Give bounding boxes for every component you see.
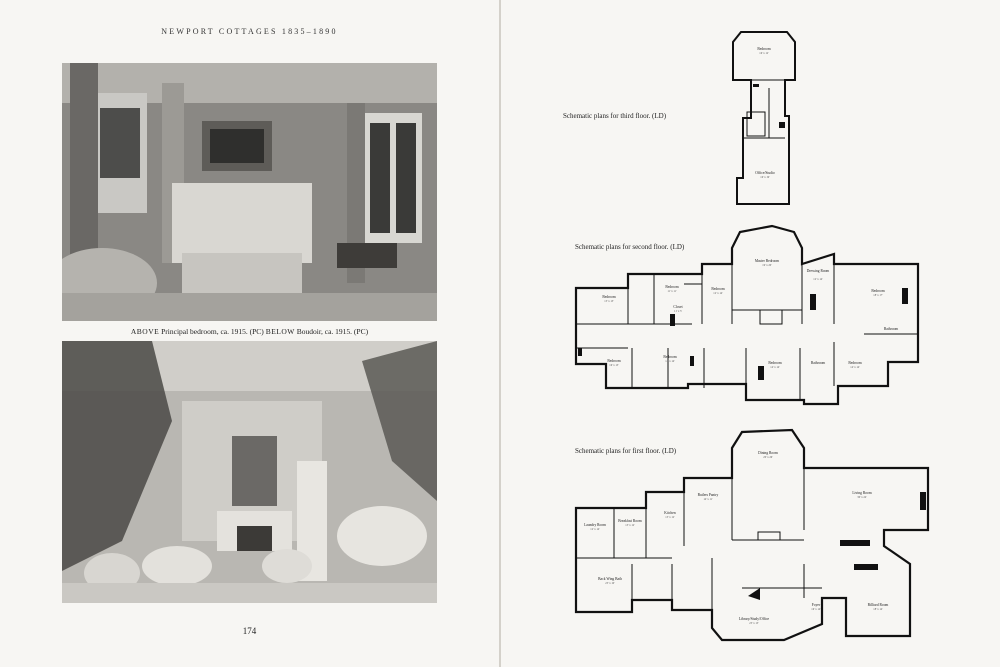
second-room-dims: 14' x 14' xyxy=(850,366,860,369)
second-room-dims: 15' x 13' xyxy=(604,300,614,303)
second-room-label: Dressing Room xyxy=(807,269,830,273)
second-room-label: Master Bedroom xyxy=(755,259,779,263)
bedroom-photo xyxy=(62,63,437,321)
caption-above-label: ABOVE xyxy=(130,327,160,336)
second-floor-plan: Master Bedroom 19' x 20' Dressing Room 1… xyxy=(574,224,920,406)
first-room-label: Breakfast Room xyxy=(618,519,642,523)
first-room-dims: 15' x 12' xyxy=(665,516,675,519)
third-room-label: Office/Studio xyxy=(755,171,775,175)
first-room-dims: 18' x 14' xyxy=(873,608,883,611)
third-room-dims: 16' x 19' xyxy=(760,176,770,179)
first-floor-caption: Schematic plans for first floor. (LD) xyxy=(575,447,677,455)
first-room-dims: 30' x 24' xyxy=(857,496,867,499)
caption-above-text: Principal bedroom, ca. 1915. (PC) xyxy=(161,327,264,336)
left-page: NEWPORT COTTAGES 1835–1890 xyxy=(0,0,499,667)
second-room-dims: 16' x 13' xyxy=(609,364,619,367)
second-room-dims: 11' x 11' xyxy=(667,290,677,293)
second-room-dims: 19' x 20' xyxy=(762,264,772,267)
second-room-label: Bedroom xyxy=(711,287,725,291)
second-room-dims: 14' x 14' xyxy=(665,360,675,363)
second-room-label: Bedroom xyxy=(768,361,782,365)
second-room-dims: 12' x 14' xyxy=(713,292,723,295)
boudoir-photo xyxy=(62,341,437,603)
first-room-label: Library/Study/Office xyxy=(739,617,770,621)
third-room-label: Bedroom xyxy=(757,47,771,51)
second-room-label: Bedroom xyxy=(607,359,621,363)
second-room-label: Closet xyxy=(673,305,682,309)
caption-below-label: BELOW xyxy=(265,327,295,336)
page-number: 174 xyxy=(242,626,257,636)
second-room-label: Bedroom xyxy=(602,295,616,299)
second-room-label: Bedroom xyxy=(663,355,677,359)
second-room-dims: 18' x 17' xyxy=(873,294,883,297)
second-room-label: Bedroom xyxy=(848,361,862,365)
first-room-dims: 20' x 26' xyxy=(763,456,773,459)
right-page: Schematic plans for third floor. (LD) Be… xyxy=(501,0,1000,667)
first-room-label: Kitchen xyxy=(664,511,676,515)
second-floor-caption: Schematic plans for second floor. (LD) xyxy=(575,243,685,251)
first-room-dims: 13' x 12' xyxy=(625,524,635,527)
second-room-dims: 11' x 5' xyxy=(674,310,682,313)
first-floor-plan: Dining Room 20' x 26' Living Room 30' x … xyxy=(574,428,930,642)
first-room-label: Dining Room xyxy=(758,451,778,455)
first-room-dims: 16' x 14' xyxy=(811,608,821,611)
second-room-label: Bathroom xyxy=(884,327,899,331)
first-room-label: Foyer xyxy=(812,603,821,607)
first-room-label: Butlers Pantry xyxy=(698,493,719,497)
first-room-dims: 25' x 10' xyxy=(605,582,615,585)
second-room-dims: 12' x 14' xyxy=(813,278,823,281)
second-room-dims: 14' x 14' xyxy=(770,366,780,369)
second-room-label: Bedroom xyxy=(665,285,679,289)
first-room-dims: 12' x 14' xyxy=(590,528,600,531)
running-head: NEWPORT COTTAGES 1835–1890 xyxy=(161,27,338,36)
third-room-dims: 16' x 12' xyxy=(759,52,769,55)
third-floor-caption: Schematic plans for third floor. (LD) xyxy=(563,112,667,120)
first-room-label: Back Wing Bath xyxy=(598,577,622,581)
book-gutter xyxy=(499,0,501,667)
first-room-dims: 25' x 15' xyxy=(749,622,759,625)
second-room-label: Bathroom xyxy=(811,361,826,365)
first-room-label: Living Room xyxy=(852,491,871,495)
photo-caption: ABOVE Principal bedroom, ca. 1915. (PC) … xyxy=(62,327,437,336)
caption-below-text: Boudoir, ca. 1915. (PC) xyxy=(296,327,369,336)
first-room-label: Billiard Room xyxy=(868,603,889,607)
first-room-label: Laundry Room xyxy=(584,523,606,527)
third-floor-plan: Bedroom 16' x 12' Office/Studio 16' x 19… xyxy=(732,31,796,205)
first-room-dims: 14' x 11' xyxy=(703,498,713,501)
second-room-label: Bedroom xyxy=(871,289,885,293)
